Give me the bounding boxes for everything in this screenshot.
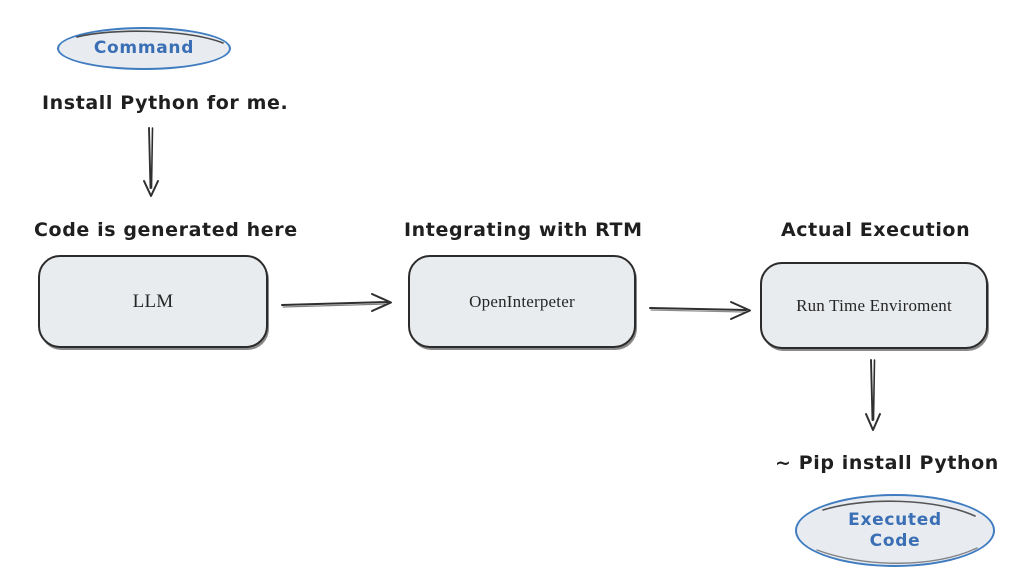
- llm-box-caption: Code is generated here: [34, 219, 298, 241]
- runtime-box[interactable]: Run Time Enviroment: [760, 262, 988, 349]
- llm-box-label: LLM: [132, 290, 174, 312]
- runtime-box-caption: Actual Execution: [781, 219, 971, 241]
- executed-ellipse-sketch-stroke: [816, 500, 978, 564]
- command-ellipse-label: Command: [93, 38, 195, 59]
- user-command-text: Install Python for me.: [42, 92, 289, 114]
- executed-code-line2: Code: [869, 530, 921, 551]
- arrow-interpreter-to-runtime: [649, 301, 751, 320]
- command-ellipse[interactable]: Command: [57, 27, 231, 70]
- executed-code-line1: Executed: [848, 510, 942, 531]
- arrow-llm-to-interpreter: [281, 293, 392, 312]
- interpreter-box[interactable]: OpenInterpeter: [408, 255, 636, 348]
- arrow-command-to-llm: [143, 127, 159, 197]
- shell-command-text: ~ Pip install Python: [775, 452, 999, 474]
- runtime-box-label: Run Time Enviroment: [796, 295, 952, 315]
- arrow-runtime-to-executed: [865, 359, 881, 431]
- command-ellipse-sketch-stroke: [76, 30, 224, 44]
- llm-box[interactable]: LLM: [38, 255, 268, 348]
- interpreter-box-label: OpenInterpeter: [469, 291, 575, 311]
- interpreter-box-caption: Integrating with RTM: [404, 219, 643, 241]
